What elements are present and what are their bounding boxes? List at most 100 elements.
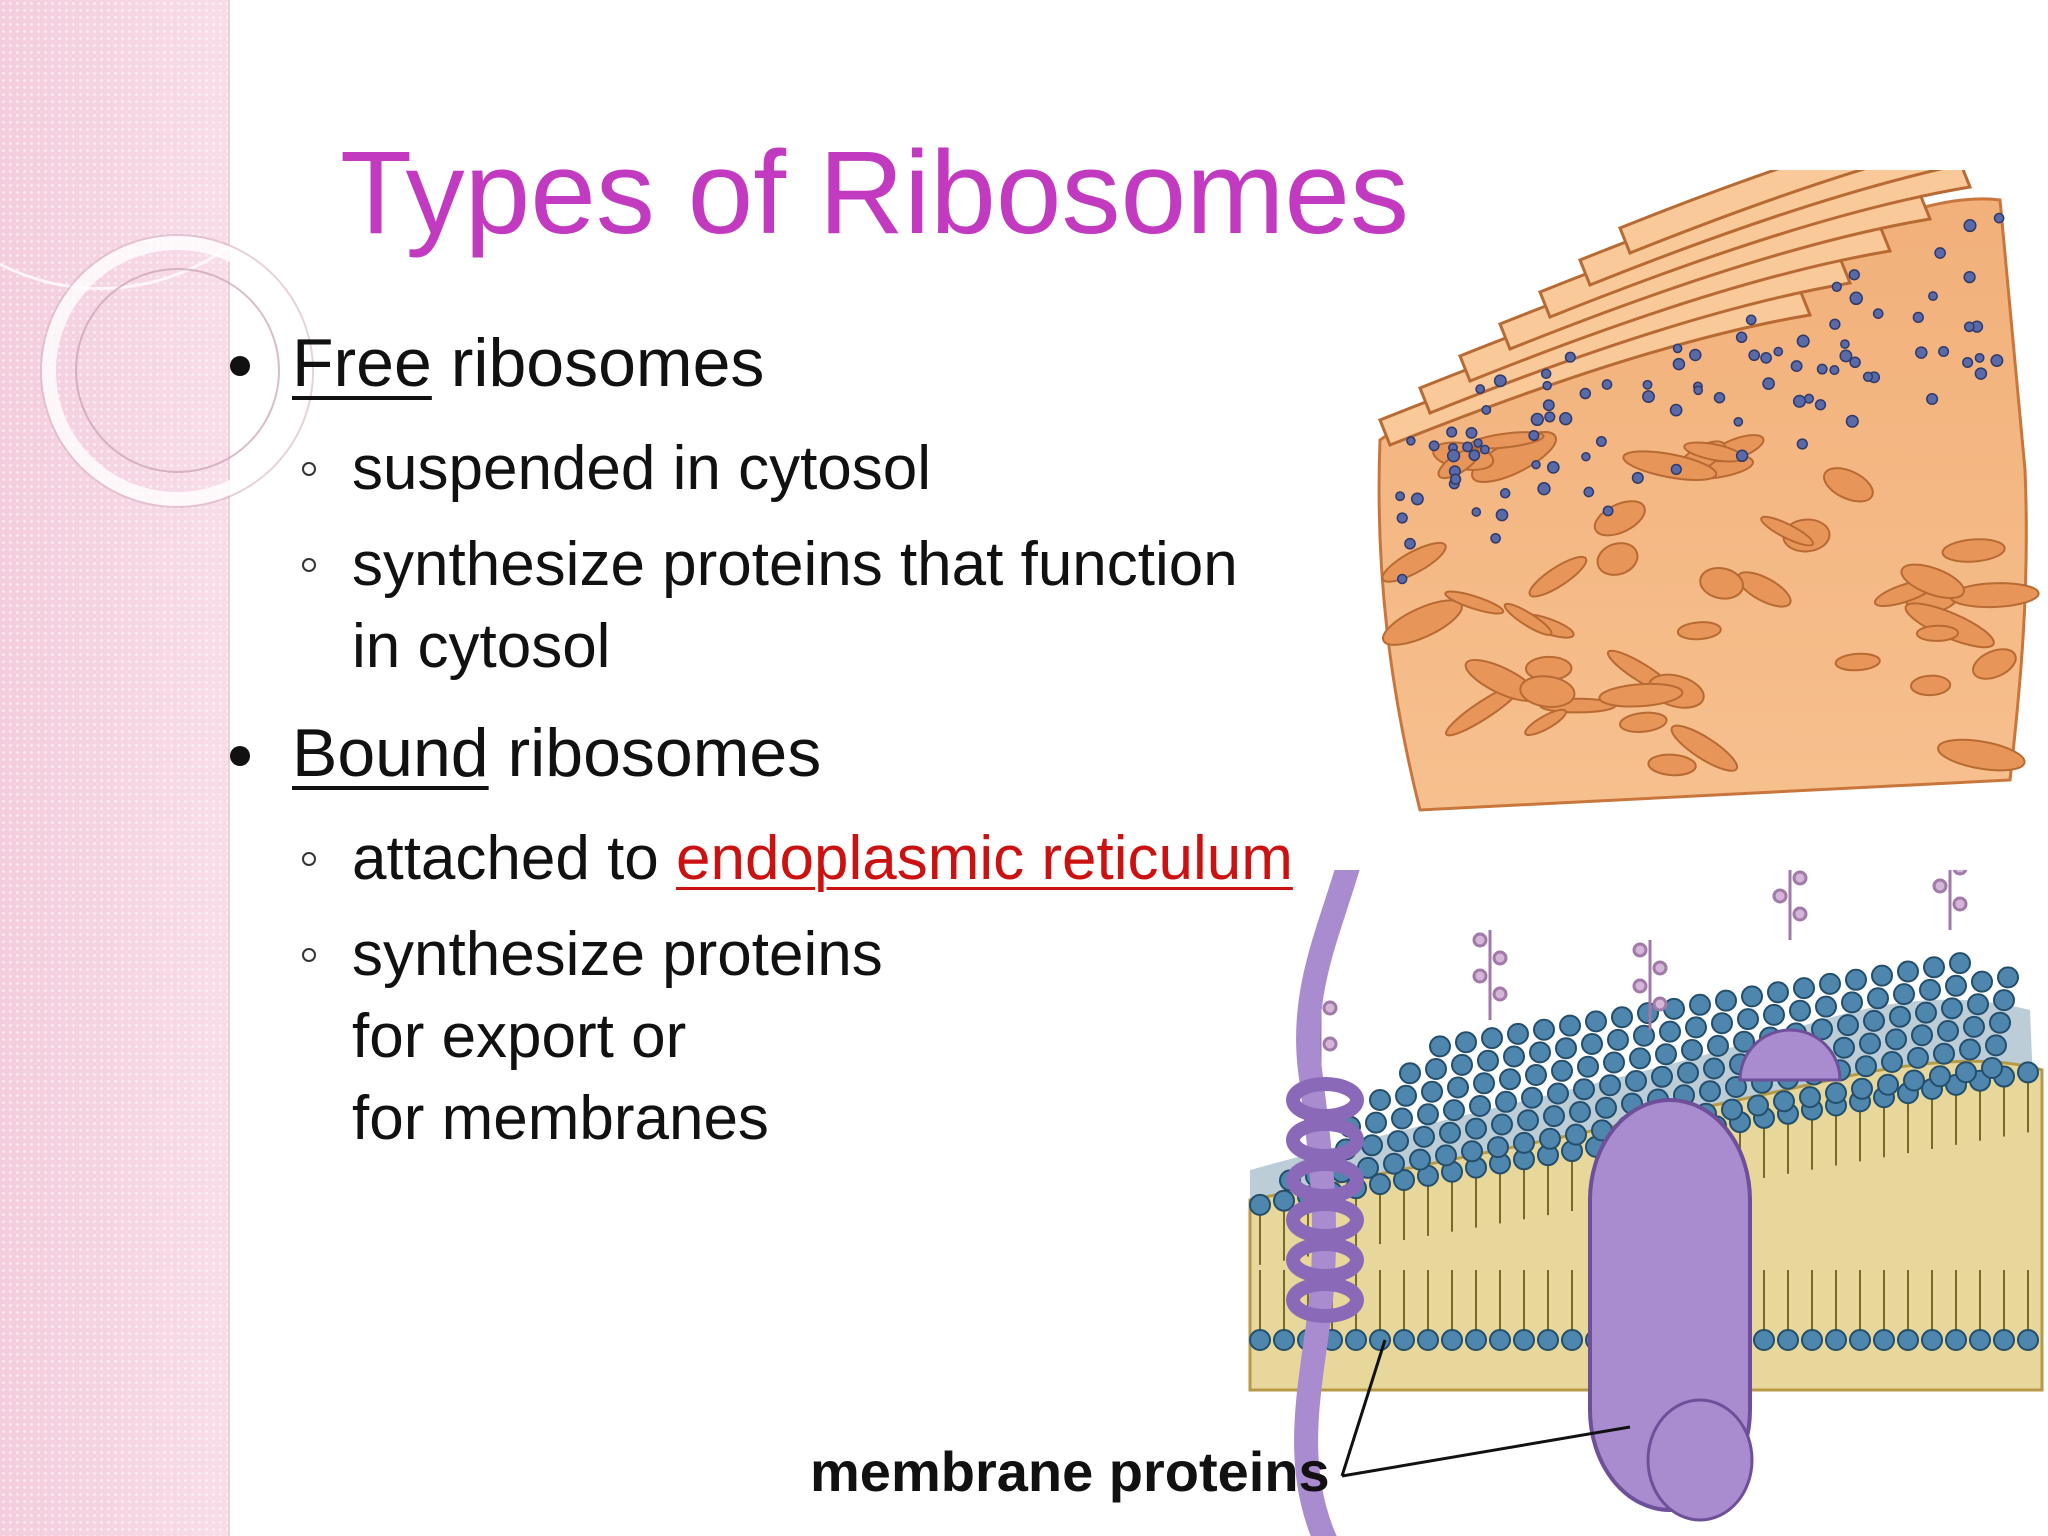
phospholipid-head [1955, 1061, 1977, 1084]
phospholipid-head [1361, 1134, 1383, 1157]
phospholipid-head [1393, 1169, 1415, 1191]
phospholipid-head [1443, 1099, 1465, 1122]
ribosome-dot [1762, 377, 1775, 390]
phospholipid-head [1789, 999, 1811, 1022]
phospholipid-head [1981, 1057, 2003, 1079]
phospholipid-head [1489, 1329, 1511, 1351]
phospholipid-head [1985, 1034, 2007, 1057]
er-lumen-segment [1503, 602, 1553, 636]
glycan-bead [1492, 950, 1508, 966]
phospholipid-head [1969, 1329, 1991, 1351]
phospholipid-head [1945, 974, 1967, 997]
phospholipid-head [1383, 1152, 1405, 1175]
phospholipid-head [1655, 1043, 1677, 1066]
sub-bullet-text: attached to endoplasmic reticulum [352, 818, 1293, 900]
phospholipid-head [1513, 1329, 1535, 1351]
phospholipid-head [1599, 1074, 1621, 1097]
phospholipid-head [1573, 1078, 1595, 1101]
er-lumen-segment [1676, 621, 1722, 641]
ribosome-dot [1410, 492, 1424, 506]
phospholipid-head [1465, 1117, 1487, 1140]
phospholipid-head [1559, 1014, 1581, 1037]
phospholipid-head [1569, 1101, 1591, 1123]
endoplasmic-reticulum-link[interactable]: endoplasmic reticulum [676, 824, 1293, 893]
phospholipid-head [1873, 1329, 1895, 1351]
ribosome-dot [1915, 346, 1928, 359]
phospholipid-head [1533, 1018, 1555, 1041]
phospholipid-head [1395, 1084, 1417, 1107]
phospholipid-head [1441, 1329, 1463, 1351]
ribosome-dot [1796, 334, 1810, 348]
phospholipid-head [1993, 989, 2015, 1012]
phospholipid-head [1799, 1086, 1821, 1109]
phospholipid-head [1369, 1089, 1391, 1111]
phospholipid-head [2017, 1329, 2039, 1351]
phospholipid-head [1885, 1028, 1907, 1051]
ribosome-dot [1938, 345, 1950, 358]
phospholipid-head [1633, 1024, 1655, 1047]
sub-bullet-text: synthesize proteins [352, 920, 883, 989]
ribosome-dot [1540, 368, 1552, 380]
ribosome-dot [1693, 385, 1704, 396]
ribosome-dot [1796, 438, 1808, 450]
ribosome-dot [1542, 399, 1555, 412]
phospholipid-head [1447, 1076, 1469, 1099]
phospholipid-head [1903, 1069, 1925, 1092]
phospholipid-head [1369, 1173, 1391, 1196]
phospholipid-head [1577, 1055, 1599, 1078]
ribosome-dot [1792, 394, 1807, 408]
ribosome-dot [1528, 429, 1540, 442]
er-cisterna [1618, 170, 1866, 255]
glycan-bead [1632, 942, 1648, 958]
bullet-dot-icon [230, 356, 250, 376]
phospholipid-head [1677, 1061, 1699, 1084]
helix-coil [1286, 1157, 1364, 1203]
ribosome-dot [1493, 374, 1507, 388]
phospholipid-head [1915, 1001, 1937, 1024]
sub-bullet-ring-icon [302, 558, 316, 572]
er-lumen-segment [1699, 566, 1744, 600]
phospholipid-head [1561, 1329, 1583, 1351]
ribosome-dot [1963, 219, 1977, 233]
phospholipid-head [1273, 1329, 1295, 1351]
ribosome-dot [1396, 512, 1408, 524]
helix-coil [1286, 1237, 1364, 1283]
er-lumen-segment [1622, 450, 1718, 481]
ribosome-dot [1773, 346, 1784, 357]
phospholipid-head [1565, 1123, 1587, 1146]
ribosome-dot [1814, 399, 1827, 411]
ribosome-dot [1748, 349, 1761, 362]
phospholipid-head [1959, 1038, 1981, 1061]
phospholipid-head [1543, 1105, 1565, 1128]
phospholipid-head [1369, 1329, 1391, 1351]
phospholipid-head [1513, 1131, 1535, 1154]
decorative-ring [75, 268, 280, 473]
ribosome-dot [1642, 379, 1653, 390]
phospholipid-head [1871, 964, 1893, 987]
sub-bullet-text-continued: in cytosol [352, 612, 611, 681]
phospholipid-head [1517, 1109, 1539, 1132]
sub-bullet-text-continued: for export or [352, 1002, 687, 1071]
phospholipid-head [1409, 1148, 1431, 1171]
ribosome-dot [1495, 508, 1509, 522]
sub-bullet-text: synthesize proteins that function [352, 530, 1238, 599]
phospholipid-head [1495, 1090, 1517, 1113]
ribosome-dot [1537, 482, 1551, 496]
ribosome-dot [1446, 426, 1458, 438]
sub-bullet-text: suspended in cytosol [352, 434, 932, 503]
ribosome-dot [1475, 384, 1486, 395]
phospholipid-head [1703, 1057, 1725, 1080]
ribosome-dot [1546, 461, 1560, 474]
phospholipid-head [1825, 1082, 1847, 1104]
phospholipid-head [1681, 1039, 1703, 1061]
ribosome-dot [1531, 459, 1541, 470]
phospholipid-head [1819, 972, 1841, 995]
ribosome-dot [1848, 269, 1860, 281]
phospholipid-head [1945, 1329, 1967, 1351]
phospholipid-head [1893, 983, 1915, 1006]
sub-bullet-ring-icon [302, 852, 316, 866]
phospholipid-head [1867, 987, 1889, 1010]
glycan-bead [1792, 906, 1808, 922]
figure-caption: membrane proteins [810, 1440, 1330, 1503]
